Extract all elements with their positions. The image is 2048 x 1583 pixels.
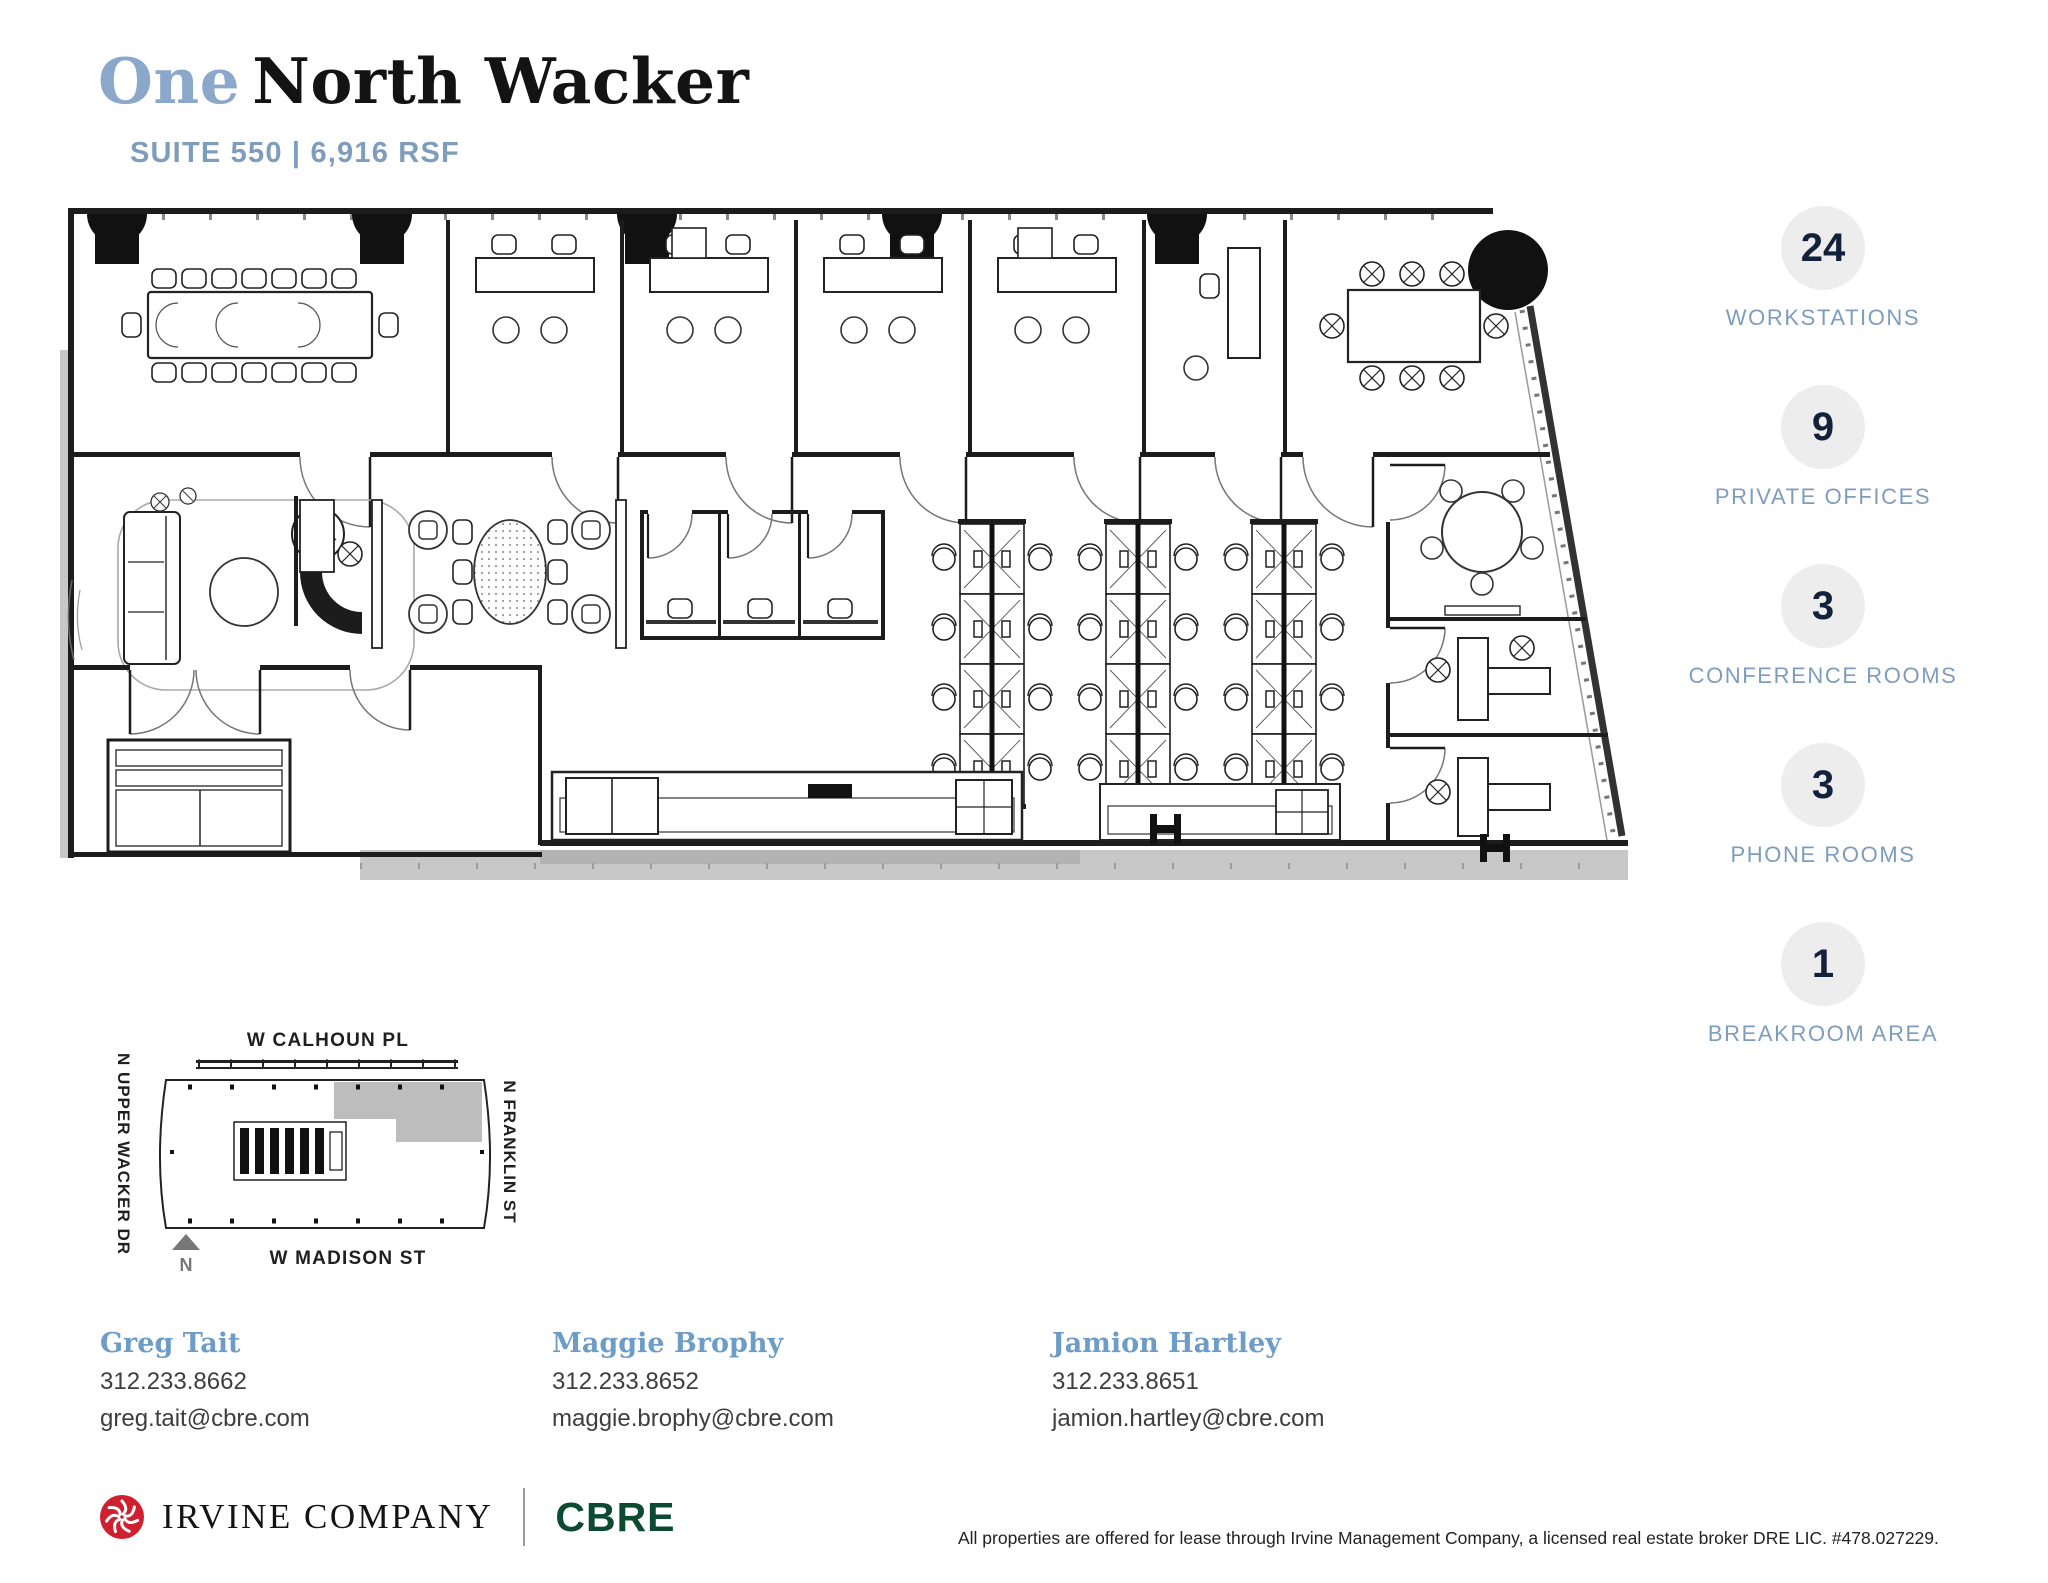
stat-phone-rooms: 3 PHONE ROOMS	[1730, 743, 1915, 868]
contact-phone: 312.233.8651	[1052, 1368, 1199, 1395]
footer-brands: IRVINE COMPANY CBRE	[98, 1488, 676, 1546]
legal-disclaimer: All properties are offered for lease thr…	[958, 1528, 1939, 1548]
street-label-top: W CALHOUN PL	[247, 1030, 409, 1051]
breakroom-seating	[371, 499, 627, 649]
private-offices-right	[1425, 635, 1551, 837]
building-footprint	[159, 1059, 491, 1229]
stat-breakroom-label: BREAKROOM AREA	[1707, 1021, 1939, 1046]
cbre-wordmark: CBRE	[555, 1493, 676, 1540]
contact-name: Greg Tait	[100, 1328, 241, 1359]
contact-name: Jamion Hartley	[1052, 1328, 1281, 1359]
stats-panel: 24 WORKSTATIONS 9 PRIVATE OFFICES 3 CONF…	[1628, 206, 2018, 1101]
stat-private-offices-value: 9	[1780, 385, 1865, 469]
page-title-accent: One	[98, 44, 241, 118]
page-title-rest: North Wacker	[252, 44, 750, 118]
floor-plan	[60, 208, 1628, 880]
contact-email[interactable]: jamion.hartley@cbre.com	[1052, 1405, 1325, 1432]
irvine-company-wordmark: IRVINE COMPANY	[162, 1497, 494, 1536]
conference-room-large	[121, 268, 399, 383]
stat-breakroom-value: 1	[1780, 922, 1865, 1006]
contact-email[interactable]: maggie.brophy@cbre.com	[552, 1405, 834, 1432]
stat-conference-rooms: 3 CONFERENCE ROOMS	[1689, 564, 1958, 689]
north-arrow-icon: N	[172, 1234, 200, 1275]
reception-lounge	[117, 487, 415, 691]
stat-private-offices-label: PRIVATE OFFICES	[1714, 484, 1932, 509]
conference-room-right	[1319, 261, 1509, 391]
suite-subtitle: SUITE 550 | 6,916 RSF	[130, 137, 460, 169]
north-label: N	[180, 1255, 193, 1275]
street-label-left: N UPPER WACKER DR	[114, 1053, 133, 1255]
location-map: W CALHOUN PL N W MADISON ST N UPPER WACK…	[114, 1030, 519, 1275]
stat-workstations: 24 WORKSTATIONS	[1726, 206, 1920, 331]
contact-card: Jamion Hartley 312.233.8651 jamion.hartl…	[1052, 1328, 1504, 1433]
contact-phone: 312.233.8652	[552, 1368, 699, 1395]
street-label-bottom: W MADISON ST	[270, 1248, 427, 1269]
stat-private-offices: 9 PRIVATE OFFICES	[1715, 385, 1931, 510]
building-core	[1150, 814, 1510, 862]
meeting-room-round	[1386, 463, 1608, 843]
stat-workstations-label: WORKSTATIONS	[1725, 305, 1921, 330]
workstation-benching	[932, 519, 1344, 809]
street-label-right: N FRANKLIN ST	[500, 1080, 519, 1223]
stat-conference-rooms-label: CONFERENCE ROOMS	[1688, 663, 1958, 688]
contact-email[interactable]: greg.tait@cbre.com	[100, 1405, 310, 1432]
entry-vestibule	[74, 665, 542, 854]
irvine-company-logo-icon	[100, 1495, 144, 1539]
footer-divider	[523, 1488, 526, 1546]
office-band-walls	[74, 220, 1550, 528]
stat-breakroom: 1 BREAKROOM AREA	[1708, 922, 1938, 1047]
breakroom-counter	[550, 770, 1341, 842]
contact-name: Maggie Brophy	[552, 1328, 784, 1359]
stat-conference-rooms-value: 3	[1781, 564, 1865, 648]
building-shell	[60, 208, 1628, 880]
stat-phone-rooms-value: 3	[1781, 743, 1865, 827]
broker-contacts: Greg Tait 312.233.8662 greg.tait@cbre.co…	[100, 1328, 1504, 1433]
stat-phone-rooms-label: PHONE ROOMS	[1730, 842, 1916, 867]
contact-card: Maggie Brophy 312.233.8652 maggie.brophy…	[552, 1328, 1052, 1433]
stat-workstations-value: 24	[1780, 206, 1865, 290]
contact-card: Greg Tait 312.233.8662 greg.tait@cbre.co…	[100, 1328, 552, 1433]
phone-rooms	[640, 510, 885, 640]
private-offices-top	[476, 227, 1261, 381]
contact-phone: 312.233.8662	[100, 1368, 247, 1395]
